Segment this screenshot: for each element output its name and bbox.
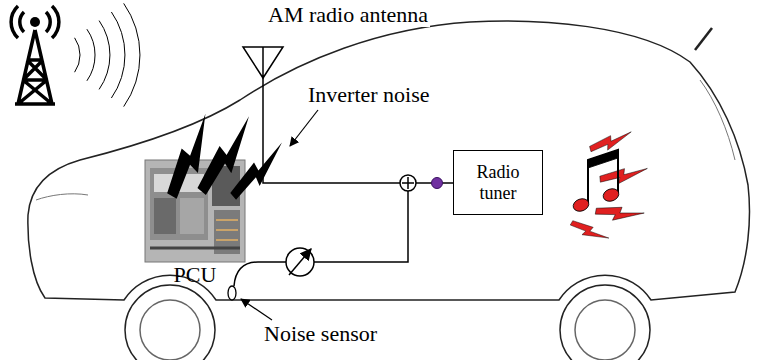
noise-sensor [228,286,236,300]
phase-shifter [286,248,314,276]
noise-sensor [228,286,236,300]
summing-junction [400,175,416,191]
car-outline [28,21,750,300]
summing-junction [400,175,416,191]
radio-tower [30,17,40,27]
signal-wire [234,78,453,286]
pcu-unit: PCU [145,160,245,262]
noise-bolt [190,114,267,198]
music-icon [595,203,645,226]
music-icon [569,217,610,247]
noise-bolt [159,112,295,203]
music-icon [601,187,620,204]
pcu-label: PCU [125,262,265,288]
antenna-label: AM radio antenna [266,2,430,27]
music-icon [599,167,648,186]
am-antenna [243,47,283,78]
output-dot [432,178,443,189]
tuner-box: Radio tuner [453,150,543,215]
pcu-picture [154,198,176,234]
phase-shifter [289,249,311,275]
pcu-picture [145,160,245,262]
leader-arrow [241,299,272,320]
wheel [140,300,200,360]
noise-bolt [225,140,294,203]
wheel [575,300,635,360]
signal-wire [234,262,286,286]
pcu-picture [216,220,238,240]
signal-wire [416,182,432,184]
radio-waves [75,38,80,72]
radio-waves [75,3,140,106]
leader-arrow [290,110,318,146]
car-outline [36,194,88,200]
radio-waves [87,29,95,81]
car-outline [28,21,750,300]
pcu-picture [145,160,245,262]
pcu-picture [150,247,240,250]
signal-wire [314,191,408,262]
radio-waves [99,21,110,90]
leader-arrow [241,110,318,320]
music-icon [571,197,590,214]
sensor-label: Noise sensor [262,321,379,346]
radio-waves [111,12,125,98]
output-dot [432,178,443,189]
phase-shifter [286,248,314,276]
noise-label: Inverter noise [306,82,432,107]
car-outline [700,80,735,160]
tuner-label: Radio tuner [459,162,537,204]
radio-waves [124,3,140,106]
car-outline [695,28,712,50]
music-icon [588,130,634,154]
wheel [560,285,650,360]
radio-tower [11,6,59,104]
wheel [125,285,215,360]
am-antenna [243,47,283,78]
wheel [125,285,650,360]
music-icon [588,150,618,168]
pcu-picture [180,198,204,234]
music-icon [569,130,648,247]
summing-junction [402,177,414,189]
signal-wire [443,182,454,184]
radio-tower [15,30,55,104]
